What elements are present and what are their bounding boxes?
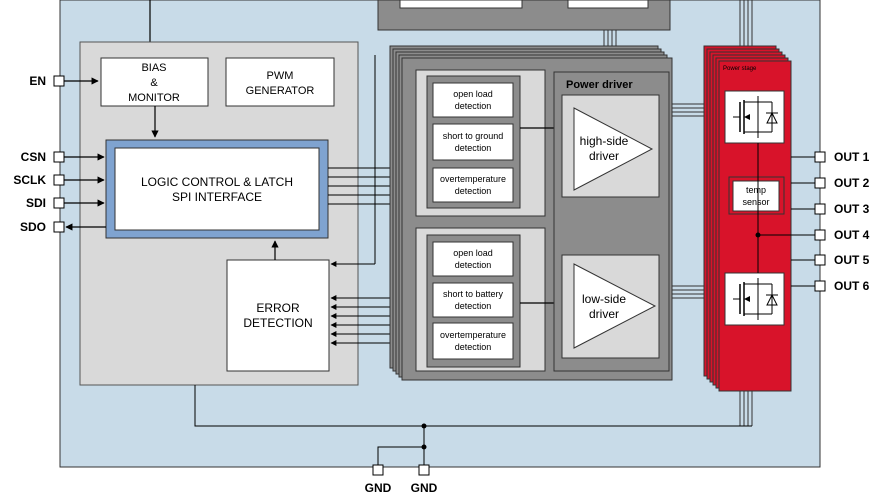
error-label-2: DETECTION — [243, 316, 312, 330]
overtemp-high-2: detection — [455, 186, 492, 196]
pin-csn-label: CSN — [21, 150, 46, 164]
power-driver-title: Power driver — [566, 79, 633, 91]
low-side-label-1: low-side — [582, 292, 626, 306]
bias-label-1: BIAS — [141, 62, 166, 74]
pin-sclk — [53, 174, 65, 186]
overtemp-high-1: overtemperature — [440, 174, 506, 184]
power-stage-title: Power stage — [723, 66, 757, 72]
pin-csn — [53, 151, 65, 163]
overtemp-low-2: detection — [455, 342, 492, 352]
temp-sensor-block — [732, 180, 780, 212]
pin-out4-label: OUT 4 — [834, 228, 870, 242]
low-side-label-2: driver — [589, 307, 619, 321]
pin-out6-label: OUT 6 — [834, 279, 870, 293]
error-label-1: ERROR — [256, 301, 300, 315]
overtemp-detection-low — [432, 322, 514, 360]
pin-out3-label: OUT 3 — [834, 202, 870, 216]
open-load-high-1: open load — [453, 89, 493, 99]
logic-label-2: SPI INTERFACE — [172, 190, 262, 204]
pwm-generator-block — [225, 57, 335, 107]
overtemp-detection-high — [432, 167, 514, 203]
temp-sensor-label-1: temp — [746, 185, 766, 195]
short-battery-detection — [432, 282, 514, 318]
pin-out5-label: OUT 5 — [834, 253, 870, 267]
pin-out2-label: OUT 2 — [834, 176, 870, 190]
high-side-label-1: high-side — [580, 134, 629, 148]
pin-out6 — [814, 280, 826, 292]
pin-out5 — [814, 254, 826, 266]
bias-label-2: & — [150, 77, 158, 89]
pin-en — [53, 75, 65, 87]
high-side-driver-symbol — [573, 107, 654, 191]
logic-control-block — [114, 147, 320, 231]
short-battery-2: detection — [455, 301, 492, 311]
pin-out1 — [814, 151, 826, 163]
short-battery-1: short to battery — [443, 289, 504, 299]
short-ground-detection — [432, 123, 514, 161]
bias-label-3: MONITOR — [128, 92, 180, 104]
top-block-inner-2 — [567, 0, 649, 9]
pin-gnd-2 — [418, 464, 430, 476]
pin-gnd-2-label: GND — [411, 481, 438, 495]
low-side-driver-symbol — [573, 263, 657, 349]
open-load-high-2: detection — [455, 101, 492, 111]
high-side-mosfet-icon — [724, 90, 785, 144]
error-input-bus — [330, 295, 395, 346]
pin-sdi — [53, 197, 65, 209]
logic-output-bus — [328, 165, 397, 207]
pin-gnd-1 — [372, 464, 384, 476]
low-side-mosfet-icon — [724, 272, 785, 326]
pin-sclk-label: SCLK — [13, 173, 46, 187]
pin-out2 — [814, 177, 826, 189]
top-block-inner-1 — [399, 0, 523, 9]
pin-en-label: EN — [29, 74, 46, 88]
pin-out1-label: OUT 1 — [834, 150, 870, 164]
open-load-detection-high — [432, 82, 514, 118]
pin-sdo — [53, 221, 65, 233]
pwm-label-2: GENERATOR — [246, 85, 315, 97]
high-side-label-2: driver — [589, 149, 619, 163]
pin-gnd-1-label: GND — [365, 481, 392, 495]
overtemp-low-1: overtemperature — [440, 330, 506, 340]
open-load-low-2: detection — [455, 260, 492, 270]
open-load-low-1: open load — [453, 248, 493, 258]
short-ground-2: detection — [455, 143, 492, 153]
pin-sdo-label: SDO — [20, 220, 46, 234]
short-ground-1: short to ground — [443, 131, 504, 141]
temp-sensor-label-2: sensor — [742, 197, 769, 207]
logic-label-1: LOGIC CONTROL & LATCH — [141, 175, 293, 189]
pin-out3 — [814, 203, 826, 215]
pin-out4 — [814, 229, 826, 241]
pwm-label-1: PWM — [267, 70, 294, 82]
error-detection-block — [226, 259, 330, 372]
pin-sdi-label: SDI — [26, 196, 46, 210]
open-load-detection-low — [432, 241, 514, 277]
